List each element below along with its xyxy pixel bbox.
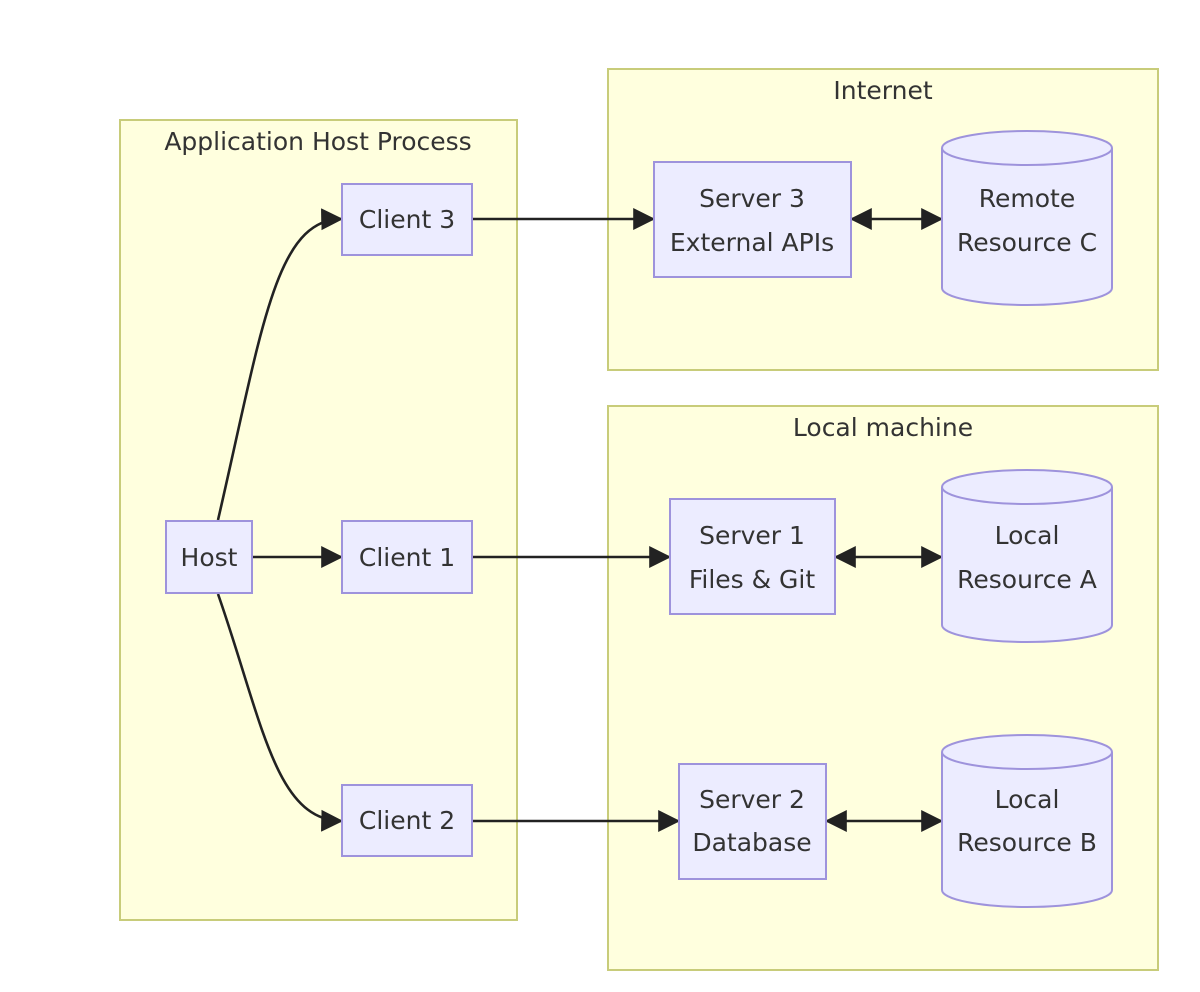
node-label-line-2: Resource C — [957, 228, 1097, 257]
node-remote-resource-c: Remote Resource C — [940, 130, 1113, 306]
node-label-line-2: Resource A — [957, 565, 1097, 594]
node-label-line-2: Database — [692, 828, 811, 857]
node-server-3: Server 3 External APIs — [653, 161, 852, 278]
node-label-line-2: External APIs — [670, 228, 834, 257]
cluster-label-internet: Internet — [833, 76, 932, 105]
node-client-2: Client 2 — [341, 784, 473, 857]
node-label-line-1: Server 2 — [699, 785, 805, 814]
node-label: Client 2 — [359, 806, 455, 835]
cluster-label-application-host-process: Application Host Process — [164, 127, 471, 156]
cylinder-shape — [940, 469, 1113, 643]
edges — [216, 208, 944, 832]
edge-host-client3 — [216, 208, 344, 521]
node-label-line-1: Server 1 — [699, 521, 805, 550]
cluster-label-local-machine: Local machine — [793, 413, 973, 442]
node-label: Client 3 — [359, 205, 455, 234]
node-label-line-1: Local — [995, 785, 1060, 814]
cylinder-shape — [940, 130, 1113, 306]
node-label: Host — [181, 543, 238, 572]
node-label-line-1: Local — [995, 521, 1060, 550]
edge-host-client2 — [216, 593, 344, 832]
node-client-3: Client 3 — [341, 183, 473, 256]
node-host: Host — [165, 520, 253, 594]
node-label-line-2: Resource B — [957, 828, 1097, 857]
node-server-2: Server 2 Database — [678, 763, 827, 880]
node-client-1: Client 1 — [341, 520, 473, 594]
node-label-line-1: Remote — [979, 184, 1075, 213]
node-local-resource-a: Local Resource A — [940, 469, 1113, 643]
node-label: Client 1 — [359, 543, 455, 572]
node-label-line-2: Files & Git — [689, 565, 816, 594]
node-server-1: Server 1 Files & Git — [669, 498, 836, 615]
cylinder-shape — [940, 734, 1113, 908]
node-local-resource-b: Local Resource B — [940, 734, 1113, 908]
node-label-line-1: Server 3 — [699, 184, 805, 213]
